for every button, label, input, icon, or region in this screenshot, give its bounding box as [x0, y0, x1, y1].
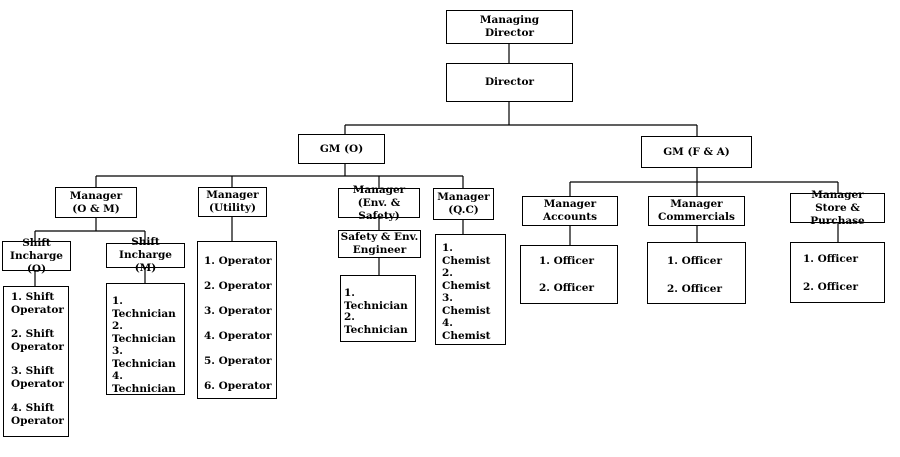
list-item: 2. Chemist [442, 267, 491, 292]
list-item: 4. Technician [112, 370, 176, 395]
director-label: Director [484, 76, 535, 88]
list-item: 2. Shift Operator [11, 328, 64, 353]
shift-incharge-o-label: Shift Incharge (O) [10, 236, 63, 275]
shift-operators-list: 1. Shift Operator 2. Shift Operator 3. S… [3, 286, 69, 437]
manager-accounts-label: Manager Accounts [543, 198, 597, 223]
shift-incharge-o-box: Shift Incharge (O) [2, 237, 71, 275]
list-item: 4. Operator [204, 330, 272, 342]
operators-list: 1. Operator 2. Operator 3. Operator 4. O… [197, 241, 277, 399]
manager-env-safety-label: Manager (Env. & Safety) [352, 183, 406, 222]
list-item: 1. Officer [539, 255, 594, 267]
list-item: 1. Operator [204, 255, 272, 267]
list-item: 3. Operator [204, 305, 272, 317]
list-item: 1. Technician [344, 287, 408, 312]
list-item: 6. Operator [204, 380, 272, 392]
list-item: 3. Shift Operator [11, 365, 64, 390]
officers-commercials-list: 1. Officer 2. Officer [647, 242, 746, 304]
manager-env-safety-box: Manager (Env. & Safety) [338, 184, 420, 222]
manager-om-label: Manager (O & M) [69, 189, 123, 215]
gm-o-label: GM (O) [319, 142, 364, 155]
technicians-m-list: 1. Technician 2. Technician 3. Technicia… [106, 283, 185, 395]
list-item: 2. Operator [204, 280, 272, 292]
gm-fa-box: GM (F & A) [641, 136, 752, 168]
list-item: 1. Shift Operator [11, 291, 64, 316]
safety-env-engineer-label: Safety & Env. Engineer [340, 231, 419, 256]
manager-utility-box: Manager (Utility) [198, 187, 267, 217]
director-box: Director [446, 63, 573, 102]
list-item: 2. Technician [344, 311, 408, 336]
managing-director-label: Managing Director [479, 14, 540, 39]
shift-incharge-m-label: Shift Incharge (M) [119, 236, 172, 274]
manager-om-box: Manager (O & M) [55, 187, 137, 218]
list-item: 2. Officer [667, 283, 722, 295]
list-item: 5. Operator [204, 355, 272, 367]
managing-director-box: Managing Director [446, 10, 573, 44]
list-item: 1. Officer [667, 255, 722, 267]
list-item: 3. Chemist [442, 292, 491, 317]
manager-accounts-box: Manager Accounts [522, 196, 618, 226]
manager-commercials-box: Manager Commercials [648, 196, 745, 226]
list-item: 2. Technician [112, 320, 176, 345]
list-item: 3. Technician [112, 345, 176, 370]
manager-qc-box: Manager (Q.C) [433, 188, 494, 220]
shift-incharge-m-box: Shift Incharge (M) [106, 236, 185, 274]
list-item: 1. Technician [112, 295, 176, 320]
list-item: 4. Chemist [442, 317, 491, 342]
list-item: 1. Chemist [442, 242, 491, 267]
safety-env-engineer-box: Safety & Env. Engineer [338, 230, 421, 258]
list-item: 2. Officer [803, 281, 858, 293]
manager-store-purchase-box: Manager Store & Purchase [790, 189, 885, 227]
technicians-env-list: 1. Technician 2. Technician [340, 275, 416, 342]
gm-o-box: GM (O) [298, 134, 385, 164]
list-item: 2. Officer [539, 282, 594, 294]
manager-qc-label: Manager (Q.C) [437, 191, 490, 216]
chemists-list: 1. Chemist 2. Chemist 3. Chemist 4. Chem… [435, 234, 506, 345]
list-item: 4. Shift Operator [11, 402, 64, 427]
manager-commercials-label: Manager Commercials [658, 198, 735, 223]
gm-fa-label: GM (F & A) [663, 145, 730, 158]
manager-utility-label: Manager (Utility) [206, 189, 259, 214]
officers-store-list: 1. Officer 2. Officer [790, 242, 885, 303]
officers-accounts-list: 1. Officer 2. Officer [520, 245, 618, 304]
manager-store-purchase-label: Manager Store & Purchase [810, 188, 865, 227]
list-item: 1. Officer [803, 253, 858, 265]
